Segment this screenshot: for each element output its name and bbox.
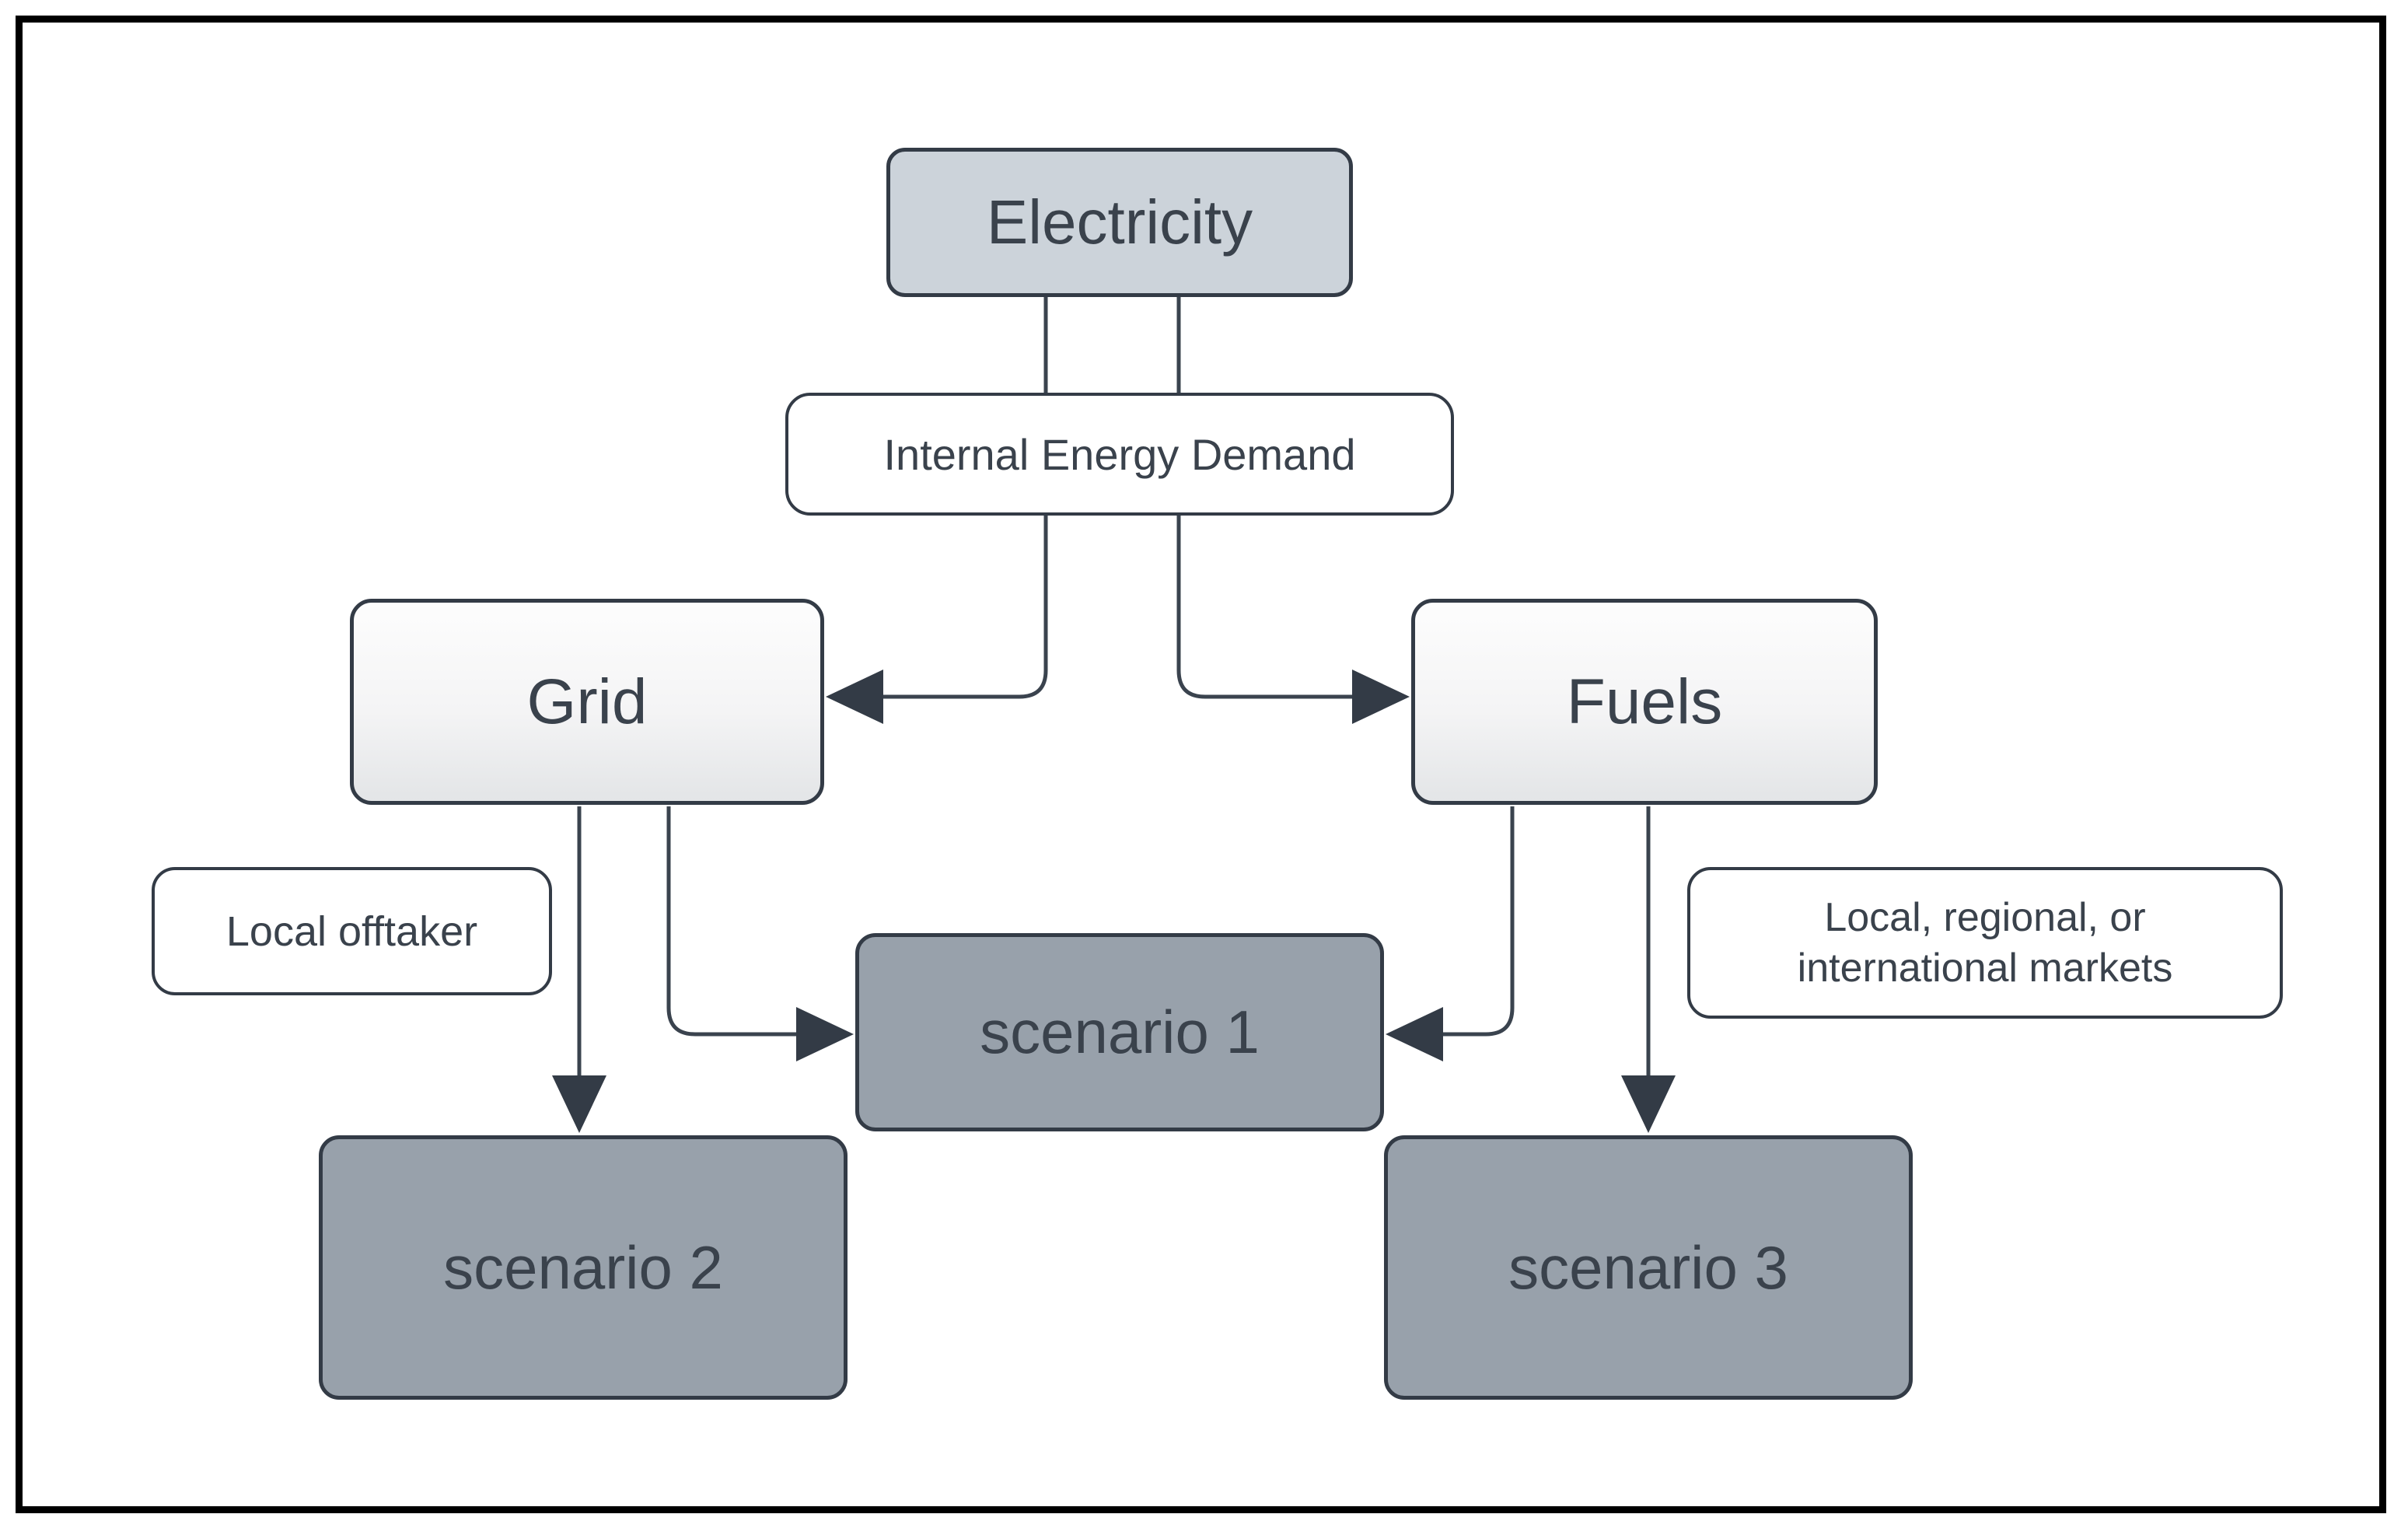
outer-frame xyxy=(16,16,2386,1513)
node-scenario-1: scenario 1 xyxy=(855,933,1384,1131)
node-grid: Grid xyxy=(350,599,824,805)
node-markets-label: Local, regional, or international market… xyxy=(1797,894,2173,991)
connector-fuels-scenario1 xyxy=(1443,806,1515,1037)
node-scenario-1-label: scenario 1 xyxy=(980,998,1260,1066)
node-local-offtaker-label: Local offtaker xyxy=(225,907,478,955)
node-internal-energy-demand: Internal Energy Demand xyxy=(785,393,1454,516)
node-markets: Local, regional, or international market… xyxy=(1687,867,2283,1019)
arrowhead-into-fuels xyxy=(1352,670,1410,724)
node-local-offtaker: Local offtaker xyxy=(152,867,552,995)
arrowhead-into-scenario1-right xyxy=(1386,1007,1443,1061)
node-grid-label: Grid xyxy=(526,666,648,737)
node-fuels-label: Fuels xyxy=(1566,666,1723,737)
node-fuels: Fuels xyxy=(1411,599,1878,805)
connector-electricity-grid xyxy=(883,297,1048,699)
arrowhead-into-scenario1-left xyxy=(796,1007,854,1061)
node-electricity: Electricity xyxy=(886,148,1353,297)
connector-grid-scenario1 xyxy=(666,806,796,1037)
arrowhead-into-scenario2 xyxy=(552,1075,606,1133)
node-electricity-label: Electricity xyxy=(986,187,1253,257)
node-internal-energy-demand-label: Internal Energy Demand xyxy=(883,429,1356,479)
arrowhead-into-scenario3 xyxy=(1621,1075,1676,1133)
node-scenario-2-label: scenario 2 xyxy=(443,1233,723,1302)
connector-electricity-fuels xyxy=(1176,297,1352,699)
node-scenario-3-label: scenario 3 xyxy=(1508,1233,1788,1302)
node-scenario-3: scenario 3 xyxy=(1384,1135,1913,1400)
node-scenario-2: scenario 2 xyxy=(319,1135,848,1400)
arrowhead-into-grid xyxy=(826,670,883,724)
